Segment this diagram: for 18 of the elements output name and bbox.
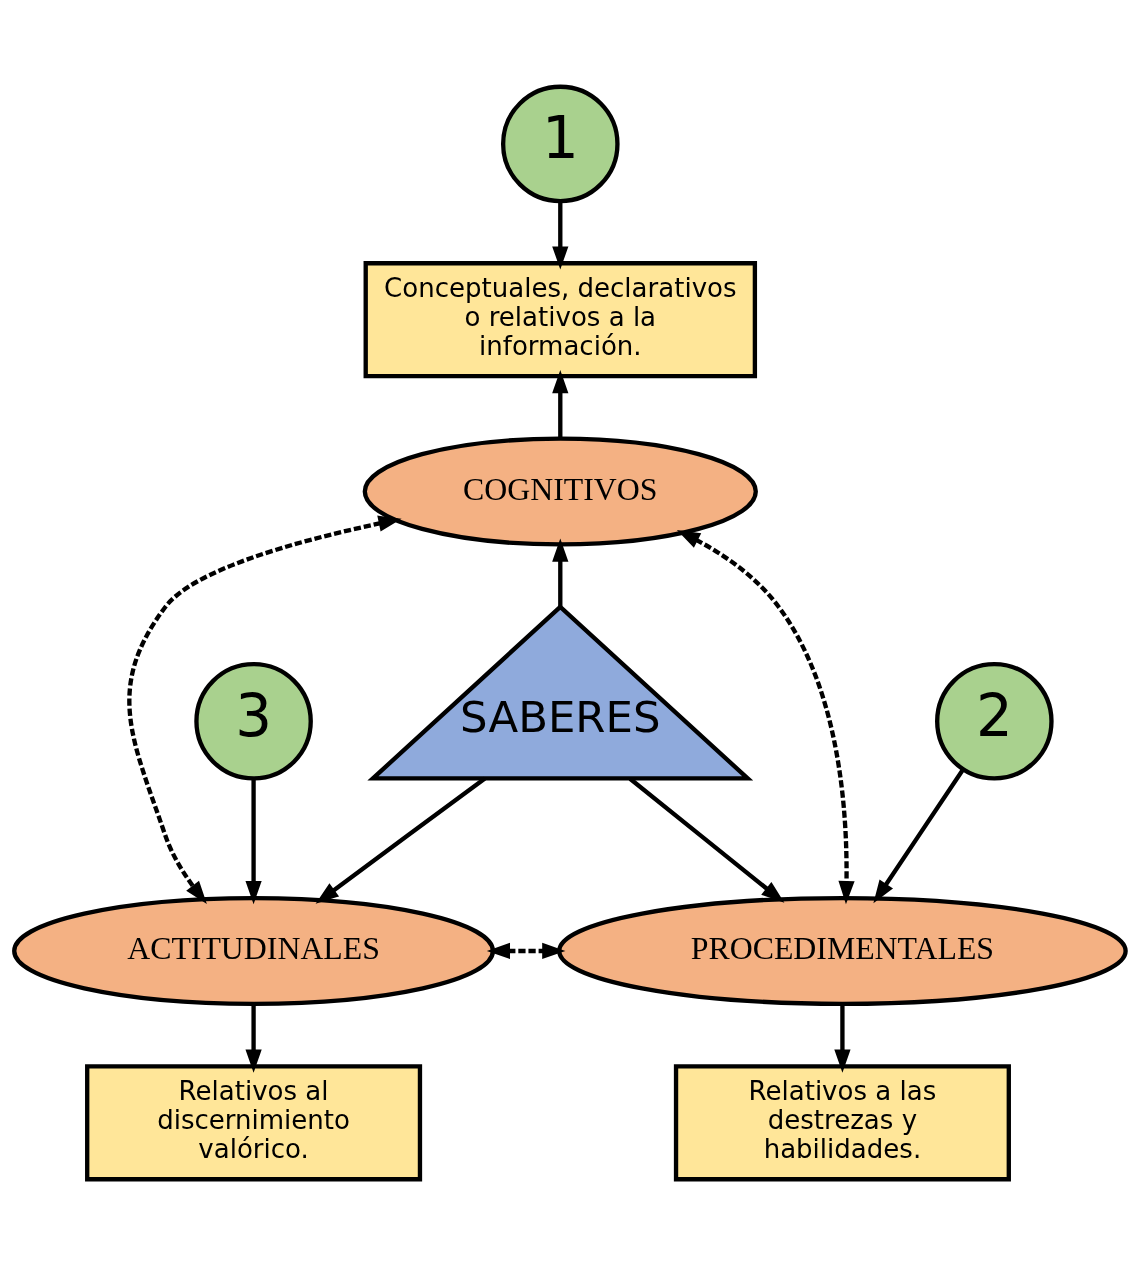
arrow — [127, 515, 402, 904]
node-ellipse: ACTITUDINALES — [12, 895, 496, 1006]
node-circle: 3 — [194, 661, 313, 781]
arrow — [552, 201, 569, 270]
node-box: Conceptuales, declarativos o relativos a la información. — [363, 260, 758, 378]
node-box: Relativos al discernimiento valórico. — [85, 1063, 423, 1181]
arrow — [486, 942, 566, 959]
arrow — [245, 778, 262, 904]
node-circle: 1 — [500, 84, 620, 203]
arrow — [552, 537, 569, 607]
node-box: Relativos a las destrezas y habilidades. — [673, 1063, 1011, 1181]
arrow — [245, 1003, 262, 1073]
node-ellipse: PROCEDIMENTALES — [557, 895, 1128, 1006]
arrow — [834, 1003, 851, 1073]
arrow — [676, 529, 855, 904]
node-circle: 2 — [935, 661, 1054, 781]
arrow — [873, 768, 965, 903]
arrow — [552, 369, 569, 438]
